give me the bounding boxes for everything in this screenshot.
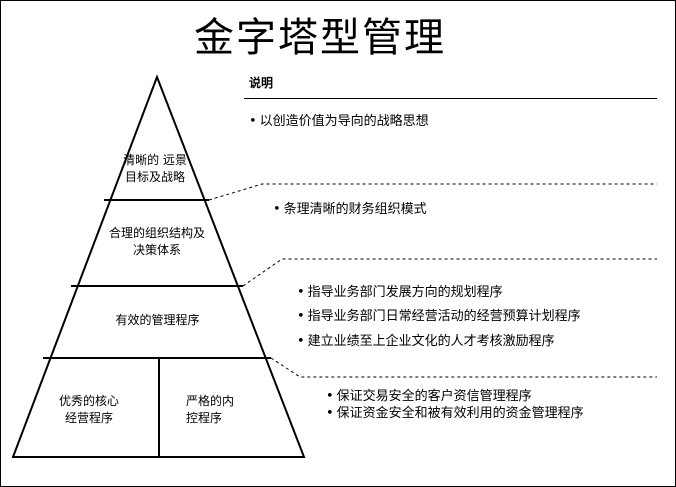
note-item: •条理清晰的财务组织模式	[273, 201, 427, 219]
leader-line-2	[208, 183, 657, 201]
note-item: •建立业绩至上企业文化的人才考核激励程序	[297, 333, 555, 351]
bullet-dot: •	[273, 202, 281, 217]
note-text: 指导业务部门发展方向的规划程序	[307, 285, 503, 300]
bullet-dot: •	[249, 114, 257, 129]
note-text: 建立业绩至上企业文化的人才考核激励程序	[307, 334, 555, 349]
bullet-dot: •	[297, 285, 305, 300]
note-item: •保证交易安全的客户资信管理程序	[326, 388, 532, 406]
note-text: 以创造价值为导向的战略思想	[259, 114, 429, 129]
tier-label-bottom-right: 严格的内控程序	[186, 394, 235, 425]
note-item: •以创造价值为导向的战略思想	[249, 113, 429, 131]
notes-rule	[244, 98, 657, 99]
leader-line-4	[270, 357, 657, 378]
note-item: •指导业务部门发展方向的规划程序	[297, 284, 503, 302]
note-text: 保证资金安全和被有效利用的资金管理程序	[336, 406, 584, 421]
notes-heading: 说明	[249, 76, 274, 90]
bullet-dot: •	[326, 389, 334, 404]
note-text: 指导业务部门日常经营活动的经营预算计划程序	[307, 309, 581, 324]
tier-label-second: 合理的组织结构及决策体系	[108, 226, 205, 257]
tier-label-bottom-left: 优秀的核心经营程序	[58, 394, 119, 425]
note-text: 保证交易安全的客户资信管理程序	[336, 389, 532, 404]
bullet-dot: •	[297, 334, 305, 349]
bullet-dot: •	[297, 309, 305, 324]
bullet-dot: •	[326, 406, 334, 421]
note-item: •指导业务部门日常经营活动的经营预算计划程序	[297, 308, 581, 326]
tier-label-third: 有效的管理程序	[115, 313, 200, 327]
note-text: 条理清晰的财务组织模式	[283, 202, 427, 217]
note-item: •保证资金安全和被有效利用的资金管理程序	[326, 405, 584, 423]
tier-label-top: 清晰的 远景目标及战略	[123, 153, 187, 184]
leader-line-3	[242, 258, 657, 287]
page-title: 金字塔型管理	[194, 15, 446, 61]
